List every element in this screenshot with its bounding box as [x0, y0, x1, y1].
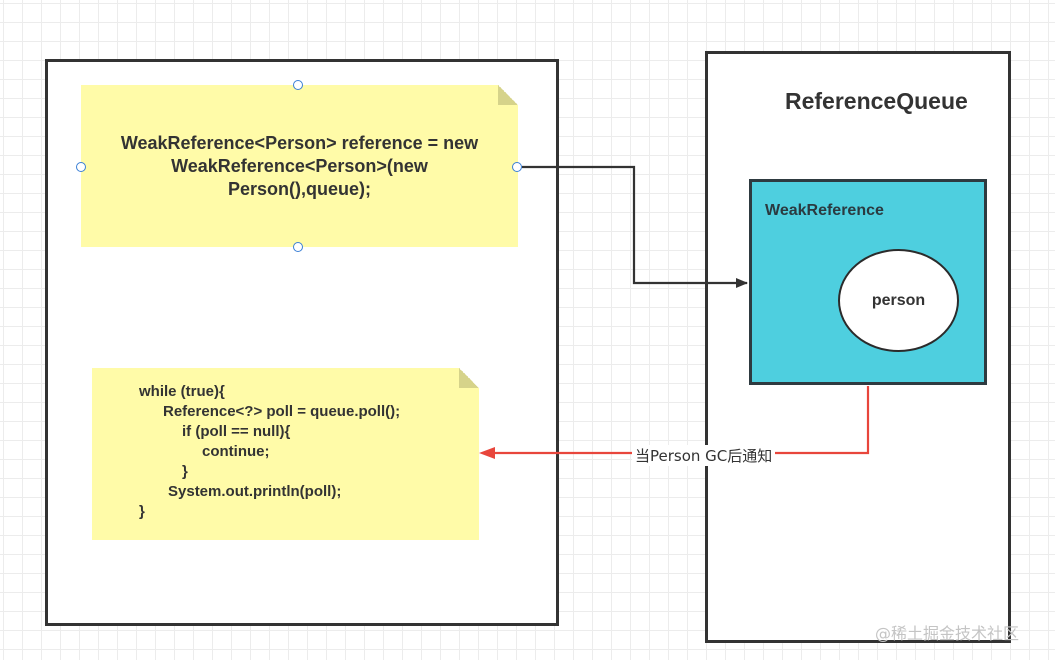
declaration-line: WeakReference<Person> reference = new	[120, 133, 479, 153]
code-line: }	[182, 463, 188, 480]
person-ellipse[interactable]: person	[838, 249, 959, 352]
declaration-line: Person(),queue);	[227, 179, 371, 199]
weak-reference-label: WeakReference	[765, 202, 884, 219]
code-line: continue;	[202, 443, 270, 460]
code-line: while (true){	[139, 383, 225, 400]
code-line: System.out.println(poll);	[168, 483, 342, 500]
declaration-note[interactable]: WeakReference<Person> reference = new We…	[81, 85, 518, 247]
code-line: }	[139, 503, 145, 520]
notify-arrow-label: 当Person GC后通知	[632, 445, 776, 466]
code-line: Reference<?> poll = queue.poll();	[163, 403, 401, 420]
watermark: @稀土掘金技术社区	[875, 624, 1020, 643]
declaration-line: WeakReference<Person>(new	[171, 156, 428, 176]
poll-loop-note[interactable]: while (true){ Reference<?> poll = queue.…	[92, 368, 479, 540]
person-label: person	[871, 291, 926, 309]
reference-queue-title: ReferenceQueue	[785, 88, 968, 114]
code-line: if (poll == null){	[182, 423, 291, 440]
resize-handle-bottom[interactable]	[293, 242, 303, 252]
declaration-note-text: WeakReference<Person> reference = new We…	[81, 132, 518, 201]
note-fold-corner	[459, 368, 479, 388]
resize-handle-right[interactable]	[512, 162, 522, 172]
resize-handle-left[interactable]	[76, 162, 86, 172]
note-fold-corner	[498, 85, 518, 105]
resize-handle-top[interactable]	[293, 80, 303, 90]
